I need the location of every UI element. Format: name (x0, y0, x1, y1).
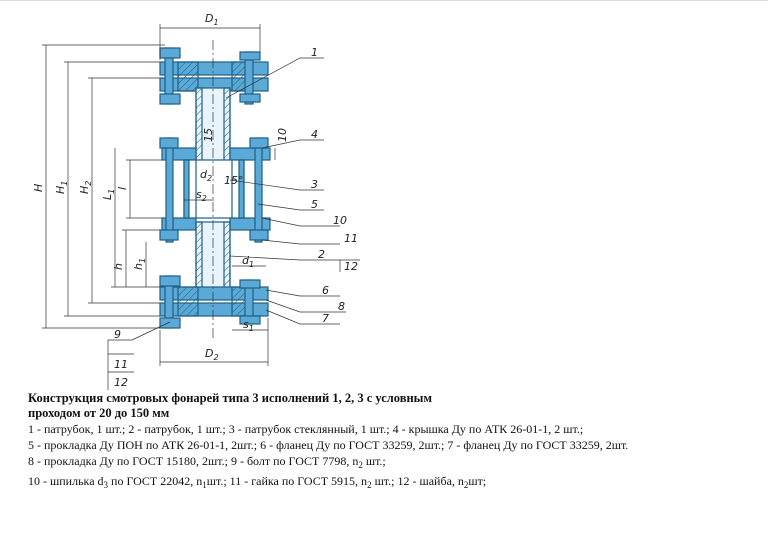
callout-2: 2 (318, 248, 325, 261)
callout-10: 10 (333, 214, 347, 227)
caption-title-line-2: проходом от 20 до 150 мм (28, 406, 170, 420)
callout-9: 9 (114, 328, 121, 341)
assembly (159, 47, 271, 329)
dim-H: H (32, 184, 45, 192)
legend-line-4: 10 - шпилька d3 по ГОСТ 22042, n1шт.; 11… (28, 474, 487, 490)
callout-12b: 12 (114, 376, 128, 389)
glass-tube (183, 159, 245, 219)
nut (249, 229, 269, 241)
callout-5: 5 (311, 198, 318, 211)
callout-12: 12 (344, 260, 358, 273)
callout-4: 4 (311, 128, 318, 141)
dim-l: l (116, 187, 129, 190)
caption-title-line-1: Конструкция смотровых фонарей типа 3 исп… (28, 391, 432, 405)
technical-drawing: D1 D2 H H1 H2 L1 l h h1 s1 s2 d2 d1 15 1… (0, 0, 768, 390)
cover-upper-right (229, 147, 271, 161)
nut (249, 137, 269, 149)
callout-11: 11 (344, 232, 358, 245)
stud-left (165, 137, 174, 243)
dim-D2: D2 (205, 347, 219, 362)
bolt-head (239, 51, 261, 61)
nut (159, 137, 179, 149)
dim-D1: D1 (205, 12, 219, 27)
dim-15deg: 15° (224, 174, 244, 187)
dim-h1: h1 (132, 258, 147, 270)
bolt-head (239, 315, 261, 325)
dim-s1: s1 (243, 318, 254, 333)
bolt-head (159, 317, 181, 329)
cover-lower-right (229, 217, 271, 231)
nut (159, 275, 181, 287)
dim-H2: H2 (78, 181, 93, 194)
bolt-head (159, 47, 181, 59)
stud-right (254, 137, 263, 243)
dim-10: 10 (276, 128, 289, 142)
nut (239, 93, 261, 103)
dim-H1: H1 (54, 181, 69, 194)
legend-line-2: 5 - прокладка Ду ПОН по АТК 26-01-1, 2шт… (28, 438, 629, 452)
legend-line-3: 8 - прокладка Ду по ГОСТ 15180, 2шт.; 9 … (28, 454, 386, 470)
callout-8: 8 (338, 300, 345, 313)
dim-15: 15 (202, 128, 215, 142)
dim-h: h (112, 263, 125, 270)
leader-lines (107, 57, 360, 390)
callout-3: 3 (311, 178, 318, 191)
legend-line-1: 1 - патрубок, 1 шт.; 2 - патрубок, 1 шт.… (28, 422, 584, 436)
callout-1: 1 (311, 46, 318, 59)
dim-s2: s2 (196, 188, 207, 203)
callout-6: 6 (322, 284, 329, 297)
nut (159, 93, 181, 105)
dimension-lines (42, 24, 276, 366)
dim-L1: L1 (101, 189, 116, 200)
nut (239, 279, 261, 289)
callout-11b: 11 (114, 358, 128, 371)
dim-d1: d1 (242, 254, 254, 269)
dim-d2: d2 (200, 168, 212, 183)
nut (159, 229, 179, 241)
callout-7: 7 (322, 312, 329, 325)
